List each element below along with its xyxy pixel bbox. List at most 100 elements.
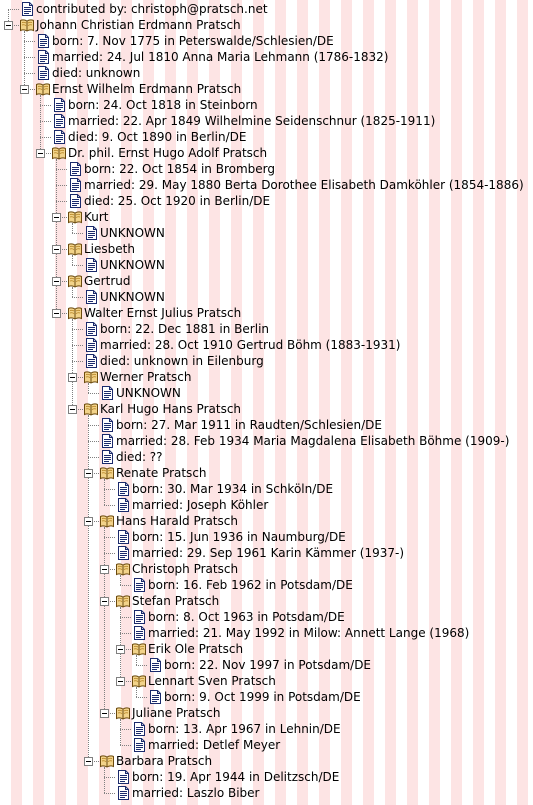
tree-connector-line <box>120 729 131 730</box>
tree-folder-node[interactable]: Juliane Pratsch <box>0 705 533 721</box>
collapse-toggle-icon[interactable] <box>68 373 77 382</box>
tree-leaf-node[interactable]: born: 22. Nov 1997 in Potsdam/DE <box>0 657 533 673</box>
tree-node-label: born: 16. Feb 1962 in Potsdam/DE <box>148 578 353 592</box>
tree-folder-node[interactable]: Werner Pratsch <box>0 369 533 385</box>
document-icon <box>19 1 35 17</box>
tree-leaf-node[interactable]: married: 28. Feb 1934 Maria Magdalena El… <box>0 433 533 449</box>
tree-connector-line <box>56 169 67 170</box>
tree-leaf-node[interactable]: married: Joseph Köhler <box>0 497 533 513</box>
tree-connector-line <box>88 457 99 458</box>
tree-folder-node[interactable]: Renate Pratsch <box>0 465 533 481</box>
tree-folder-node[interactable]: Karl Hugo Hans Pratsch <box>0 401 533 417</box>
tree-node-label: married: Joseph Köhler <box>132 498 269 512</box>
tree-leaf-node[interactable]: married: 21. May 1992 in Milow: Annett L… <box>0 625 533 641</box>
tree-leaf-node[interactable]: married: 28. Oct 1910 Gertrud Böhm (1883… <box>0 337 533 353</box>
tree-leaf-node[interactable]: died: 25. Oct 1920 in Berlin/DE <box>0 193 533 209</box>
tree-leaf-node[interactable]: died: ?? <box>0 449 533 465</box>
tree-node-label: married: Laszlo Biber <box>132 786 260 800</box>
tree-leaf-node[interactable]: born: 24. Oct 1818 in Steinborn <box>0 97 533 113</box>
open-book-icon <box>99 465 115 481</box>
tree-folder-node[interactable]: Erik Ole Pratsch <box>0 641 533 657</box>
collapse-toggle-icon[interactable] <box>84 469 93 478</box>
tree-folder-node[interactable]: Johann Christian Erdmann Pratsch <box>0 17 533 33</box>
tree-connector-line <box>88 521 99 522</box>
tree-leaf-node[interactable]: died: unknown in Eilenburg <box>0 353 533 369</box>
tree-node-label: Walter Ernst Julius Pratsch <box>84 306 242 320</box>
tree-folder-node[interactable]: Liesbeth <box>0 241 533 257</box>
tree-leaf-node[interactable]: contributed by: christoph@pratsch.net <box>0 1 533 17</box>
collapse-toggle-icon[interactable] <box>52 277 61 286</box>
tree-connector-line <box>120 649 131 650</box>
collapse-toggle-icon[interactable] <box>36 149 45 158</box>
tree-leaf-node[interactable]: married: 29. Sep 1961 Karin Kämmer (1937… <box>0 545 533 561</box>
document-icon <box>99 433 115 449</box>
tree-folder-node[interactable]: Christoph Pratsch <box>0 561 533 577</box>
collapse-toggle-icon[interactable] <box>84 757 93 766</box>
tree-leaf-node[interactable]: born: 8. Oct 1963 in Potsdam/DE <box>0 609 533 625</box>
tree-connector-line <box>72 265 83 266</box>
tree-folder-node[interactable]: Ernst Wilhelm Erdmann Pratsch <box>0 81 533 97</box>
tree-leaf-node[interactable]: born: 27. Mar 1911 in Raudten/Schlesien/… <box>0 417 533 433</box>
tree-leaf-node[interactable]: born: 16. Feb 1962 in Potsdam/DE <box>0 577 533 593</box>
tree-leaf-node[interactable]: married: 24. Jul 1810 Anna Maria Lehmann… <box>0 49 533 65</box>
tree-connector-line <box>88 441 99 442</box>
tree-folder-node[interactable]: Dr. phil. Ernst Hugo Adolf Pratsch <box>0 145 533 161</box>
tree-leaf-node[interactable]: born: 7. Nov 1775 in Peterswalde/Schlesi… <box>0 33 533 49</box>
tree-folder-node[interactable]: Walter Ernst Julius Pratsch <box>0 305 533 321</box>
tree-connector-line <box>104 553 115 554</box>
tree-node-label: Ernst Wilhelm Erdmann Pratsch <box>52 82 242 96</box>
open-book-icon <box>67 241 83 257</box>
collapse-toggle-icon[interactable] <box>20 85 29 94</box>
collapse-toggle-icon[interactable] <box>84 517 93 526</box>
tree-leaf-node[interactable]: died: 9. Oct 1890 in Berlin/DE <box>0 129 533 145</box>
tree-connector-line <box>72 361 83 362</box>
open-book-icon <box>51 145 67 161</box>
tree-leaf-node[interactable]: born: 22. Oct 1854 in Bromberg <box>0 161 533 177</box>
tree-leaf-node[interactable]: UNKNOWN <box>0 257 533 273</box>
tree-leaf-node[interactable]: married: 29. May 1880 Berta Dorothee Eli… <box>0 177 533 193</box>
tree-leaf-node[interactable]: born: 30. Mar 1934 in Schköln/DE <box>0 481 533 497</box>
tree-folder-node[interactable]: Gertrud <box>0 273 533 289</box>
tree-connector-line <box>72 329 83 330</box>
tree-connector-line <box>40 105 51 106</box>
tree-leaf-node[interactable]: died: unknown <box>0 65 533 81</box>
collapse-toggle-icon[interactable] <box>52 213 61 222</box>
tree-node-label: born: 19. Apr 1944 in Delitzsch/DE <box>132 770 340 784</box>
tree-node-label: Kurt <box>84 210 109 224</box>
collapse-toggle-icon[interactable] <box>100 597 109 606</box>
collapse-toggle-icon[interactable] <box>68 405 77 414</box>
document-icon <box>83 225 99 241</box>
tree-leaf-node[interactable]: married: Laszlo Biber <box>0 785 533 801</box>
tree-connector-line <box>40 153 51 154</box>
tree-folder-node[interactable]: Stefan Pratsch <box>0 593 533 609</box>
tree-leaf-node[interactable]: married: Detlef Meyer <box>0 737 533 753</box>
collapse-toggle-icon[interactable] <box>100 565 109 574</box>
tree-leaf-node[interactable]: UNKNOWN <box>0 289 533 305</box>
tree-leaf-node[interactable]: born: 15. Jun 1936 in Naumburg/DE <box>0 529 533 545</box>
document-icon <box>131 721 147 737</box>
tree-node-label: born: 24. Oct 1818 in Steinborn <box>68 98 258 112</box>
tree-folder-node[interactable]: Hans Harald Pratsch <box>0 513 533 529</box>
tree-leaf-node[interactable]: born: 19. Apr 1944 in Delitzsch/DE <box>0 769 533 785</box>
tree-leaf-node[interactable]: UNKNOWN <box>0 225 533 241</box>
tree-node-label: UNKNOWN <box>100 226 165 240</box>
tree-leaf-node[interactable]: born: 9. Oct 1999 in Potsdam/DE <box>0 689 533 705</box>
tree-node-label: married: 28. Feb 1934 Maria Magdalena El… <box>116 434 510 448</box>
collapse-toggle-icon[interactable] <box>52 309 61 318</box>
tree-leaf-node[interactable]: married: 22. Apr 1849 Wilhelmine Seidens… <box>0 113 533 129</box>
collapse-toggle-icon[interactable] <box>116 645 125 654</box>
collapse-toggle-icon[interactable] <box>116 677 125 686</box>
tree-leaf-node[interactable]: born: 22. Dec 1881 in Berlin <box>0 321 533 337</box>
collapse-toggle-icon[interactable] <box>4 21 13 30</box>
tree-folder-node[interactable]: Barbara Pratsch <box>0 753 533 769</box>
tree-folder-node[interactable]: Lennart Sven Pratsch <box>0 673 533 689</box>
tree-node-label: Lennart Sven Pratsch <box>148 674 276 688</box>
tree-node-label: Liesbeth <box>84 242 135 256</box>
tree-leaf-node[interactable]: UNKNOWN <box>0 385 533 401</box>
collapse-toggle-icon[interactable] <box>100 709 109 718</box>
tree-connector-line <box>8 9 19 10</box>
tree-leaf-node[interactable]: born: 13. Apr 1967 in Lehnin/DE <box>0 721 533 737</box>
tree-folder-node[interactable]: Kurt <box>0 209 533 225</box>
collapse-toggle-icon[interactable] <box>52 245 61 254</box>
tree-node-label: born: 22. Dec 1881 in Berlin <box>100 322 270 336</box>
